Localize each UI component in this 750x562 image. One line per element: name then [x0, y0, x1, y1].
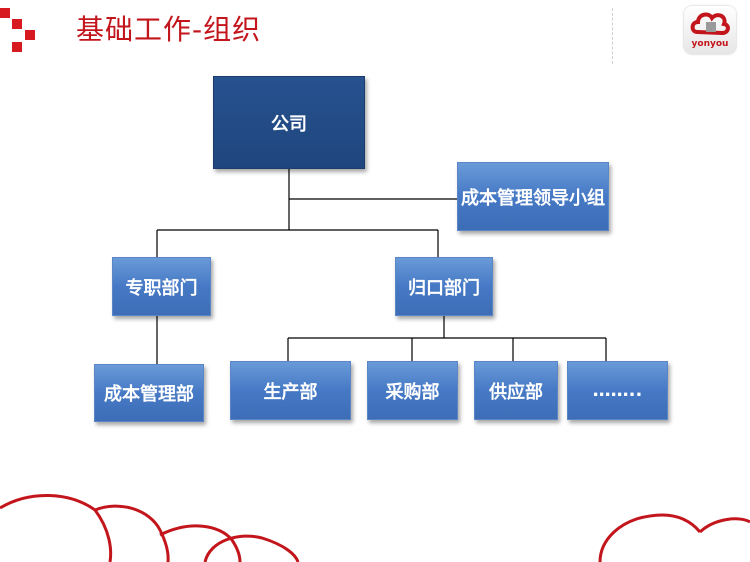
logo-text: yonyou	[691, 39, 729, 49]
node-label: 成本管理部	[104, 384, 194, 405]
node-label: 生产部	[263, 381, 318, 403]
cloud-logo-icon	[690, 12, 730, 36]
node-label: 成本管理领导小组	[461, 187, 605, 209]
node-label: 公司	[271, 113, 307, 135]
decor-square	[25, 30, 35, 40]
org-node-cost-mgmt-dept: 成本管理部	[94, 364, 204, 422]
org-node-production-dept: 生产部	[230, 361, 351, 420]
node-label: ……..	[592, 380, 643, 401]
node-label: 专职部门	[125, 277, 198, 299]
decor-square	[12, 19, 22, 29]
node-label: 采购部	[385, 381, 440, 403]
node-label: 归口部门	[408, 277, 480, 299]
slide-title: 基础工作-组织	[76, 13, 262, 46]
org-node-dedicated-dept: 专职部门	[112, 257, 211, 316]
node-label: 供应部	[489, 381, 543, 403]
org-node-central-dept: 归口部门	[395, 257, 493, 316]
decor-square	[0, 8, 10, 18]
header-divider	[612, 8, 614, 64]
cloud-decoration	[0, 493, 750, 562]
org-node-more: ……..	[567, 361, 668, 420]
yonyou-logo: yonyou	[684, 6, 736, 54]
org-node-purchasing-dept: 采购部	[367, 361, 458, 420]
org-node-leadership-group: 成本管理领导小组	[457, 162, 609, 231]
decor-square	[12, 42, 22, 52]
org-node-supply-dept: 供应部	[474, 361, 558, 420]
org-node-company: 公司	[213, 76, 365, 169]
